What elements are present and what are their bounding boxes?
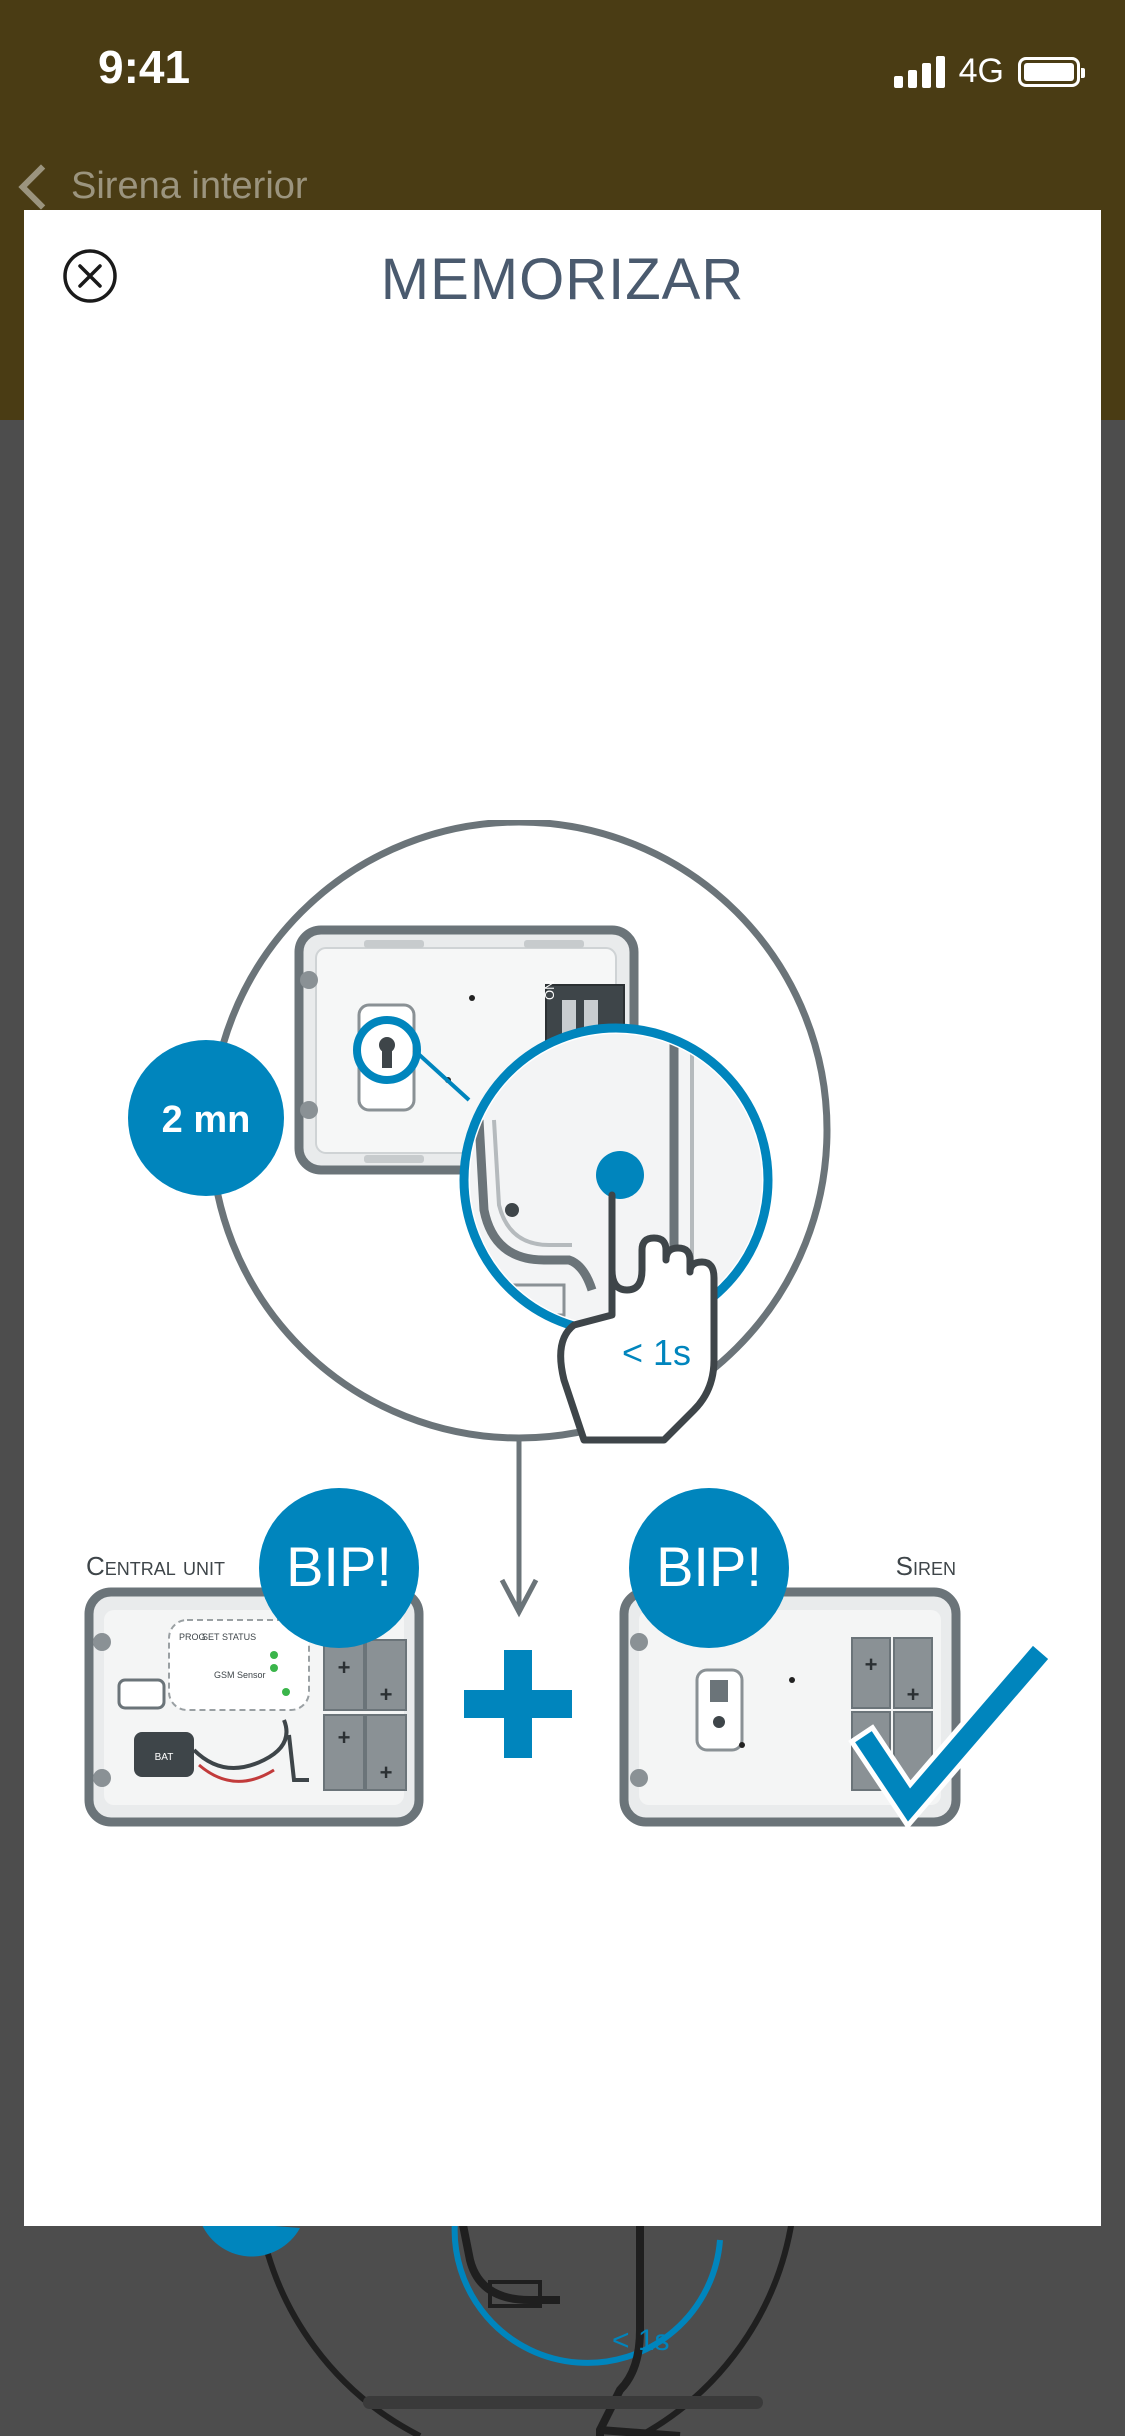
svg-text:+: +: [865, 1652, 878, 1677]
panel-label-gsm: GSM Sensor: [214, 1670, 266, 1680]
timer-label: 2 mn: [162, 1099, 251, 1141]
background-badge: [200, 2220, 300, 2257]
svg-text:+: +: [338, 1725, 351, 1750]
panel-label-set: SET: [202, 1632, 220, 1642]
siren-label: Siren: [896, 1551, 956, 1581]
background-device-edge: [458, 2220, 560, 2304]
status-indicators: 4G: [893, 52, 1085, 91]
background-circle-arc-right: [638, 2220, 795, 2436]
panel-label-status: STATUS: [222, 1632, 256, 1642]
central-beep-badge: BIP!: [259, 1488, 419, 1648]
svg-text:+: +: [380, 1760, 393, 1785]
background-finger-base: [599, 2426, 681, 2436]
background-illustration: < 1s: [200, 2220, 795, 2436]
svg-text:+: +: [380, 1682, 393, 1707]
close-circle-icon: [63, 249, 117, 303]
press-duration-label: < 1s: [622, 1332, 691, 1373]
background-finger-line: [596, 2224, 644, 2436]
zoom-connector: [412, 1048, 471, 1102]
battery-level: [1024, 62, 1074, 81]
checkmark-icon: [848, 1638, 1056, 1830]
panel-label-prog: PROG: [179, 1632, 206, 1642]
siren-beep-badge: BIP!: [629, 1488, 789, 1648]
button-zone: [353, 1003, 421, 1112]
central-unit-label: Central unit: [86, 1551, 225, 1581]
arrow-down-icon: [499, 1440, 539, 1618]
memorize-button: [596, 1151, 644, 1199]
dip-switch-label: ON: [542, 981, 557, 1001]
central-unit-device: PROG SET STATUS GSM Sensor BAT + + +: [84, 1587, 424, 1827]
signal-icon: [893, 55, 945, 88]
background-circle-arc: [257, 2220, 422, 2436]
battery-icon: [1018, 56, 1085, 87]
close-button[interactable]: [62, 248, 118, 304]
central-beep-label: BIP!: [286, 1535, 392, 1598]
home-indicator[interactable]: [363, 2396, 763, 2409]
instruction-illustration: ON 1 2: [84, 820, 1056, 1830]
background-hint-text: < 1s: [612, 2324, 670, 2357]
network-label: 4G: [958, 52, 1004, 90]
plus-icon: [464, 1650, 572, 1758]
siren-beep-label: BIP!: [656, 1535, 762, 1598]
svg-text:+: +: [907, 1682, 920, 1707]
timer-badge: 2 mn: [128, 1040, 284, 1196]
chevron-left-icon: [18, 163, 64, 210]
background-slot: [488, 2280, 542, 2308]
modal-title: MEMORIZAR: [380, 247, 745, 312]
svg-text:+: +: [338, 1655, 351, 1680]
memorize-modal: MEMORIZAR: [24, 210, 1101, 2226]
back-button[interactable]: Sirena interior: [18, 163, 308, 210]
back-label: Sirena interior: [71, 165, 308, 207]
finger-icon: [557, 1191, 718, 1444]
status-time: 9:41: [98, 41, 191, 93]
battery-pack-label: BAT: [155, 1752, 174, 1763]
background-zoom-ring: [451, 2220, 723, 2366]
status-bar: 9:41 4G: [0, 0, 1125, 140]
